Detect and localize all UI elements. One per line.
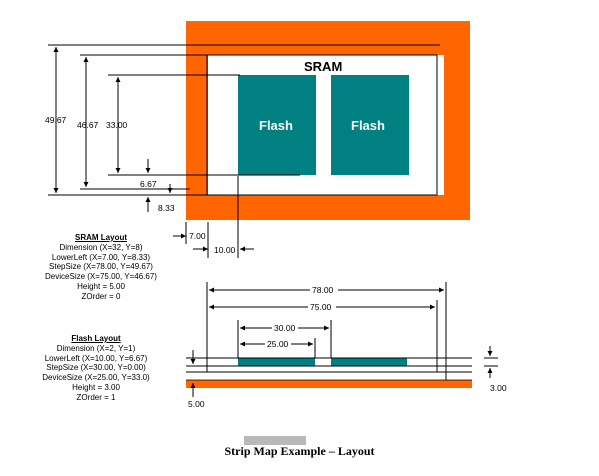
flash-layout-line: DeviceSize (X=25.00, Y=33.0)	[42, 373, 150, 383]
strip-bottom-bar	[186, 195, 470, 220]
flash-layout-line: Height = 3.00	[72, 382, 120, 392]
flash-layout-block: Flash Layout Dimension (X=2, Y=1) LowerL…	[31, 334, 161, 403]
redaction-blur	[244, 435, 306, 445]
flash-device-2	[331, 75, 409, 175]
lower-side-view: 78.00 75.00 30.00 25.00 5.00 3.00	[186, 282, 507, 409]
flash-side-1	[238, 358, 315, 366]
strip-right-column	[444, 55, 470, 195]
figure-caption: Strip Map Example – Layout	[224, 444, 375, 458]
dim-label-46-67: 46.67	[77, 120, 99, 130]
sram-device-outline	[206, 54, 438, 196]
sram-layout-line: DeviceSize (X=75.00, Y=46.67)	[45, 272, 157, 282]
dim-label-75-00: 75.00	[310, 302, 332, 312]
flash-label-1: Flash	[259, 118, 293, 133]
flash-device-1	[238, 75, 316, 175]
strip-side-view	[186, 380, 472, 388]
flash-side-2	[331, 358, 407, 366]
flash-layout-line: Dimension (X=2, Y=1)	[56, 343, 136, 353]
dim-label-10-00: 10.00	[214, 245, 236, 255]
dim-label-8-33: 8.33	[158, 203, 175, 213]
dim-label-78-00: 78.00	[312, 285, 334, 295]
dim-label-30-00: 30.00	[274, 323, 296, 333]
dim-label-3-00: 3.00	[490, 383, 507, 393]
sram-layout-line: Height = 5.00	[77, 281, 125, 291]
sram-layout-line: Dimension (X=32, Y=8)	[59, 242, 143, 252]
sram-layout-line: StepSize (X=78.00, Y=49.67)	[49, 262, 153, 272]
sram-label: SRAM	[304, 59, 342, 74]
dim-label-7-00: 7.00	[189, 231, 206, 241]
sram-layout-line: LowerLeft (X=7.00, Y=8.33)	[51, 252, 151, 262]
dim-label-49-67: 49.67	[45, 115, 67, 125]
dim-label-25-00: 25.00	[267, 339, 289, 349]
sram-layout-line: ZOrder = 0	[81, 291, 121, 301]
dim-label-6-67: 6.67	[140, 179, 157, 189]
dim-label-33-00: 33.00	[106, 120, 128, 130]
strip-top-bar	[186, 21, 470, 55]
flash-layout-line: ZOrder = 1	[76, 392, 116, 402]
flash-layout-title: Flash Layout	[71, 334, 121, 343]
flash-layout-line: StepSize (X=30.00, Y=0.00)	[46, 363, 146, 373]
flash-layout-line: LowerLeft (X=10.00, Y=6.67)	[44, 353, 148, 363]
dim-label-5-00: 5.00	[188, 399, 205, 409]
upper-strip-view: SRAM Flash Flash 49.67 46.67 33.00 6.67 …	[45, 21, 470, 258]
sram-layout-title: SRAM Layout	[75, 233, 127, 242]
figure-number-redacted	[244, 431, 306, 449]
flash-label-2: Flash	[351, 118, 385, 133]
sram-layout-block: SRAM Layout Dimension (X=32, Y=8) LowerL…	[36, 233, 166, 302]
strip-left-column	[186, 21, 208, 220]
